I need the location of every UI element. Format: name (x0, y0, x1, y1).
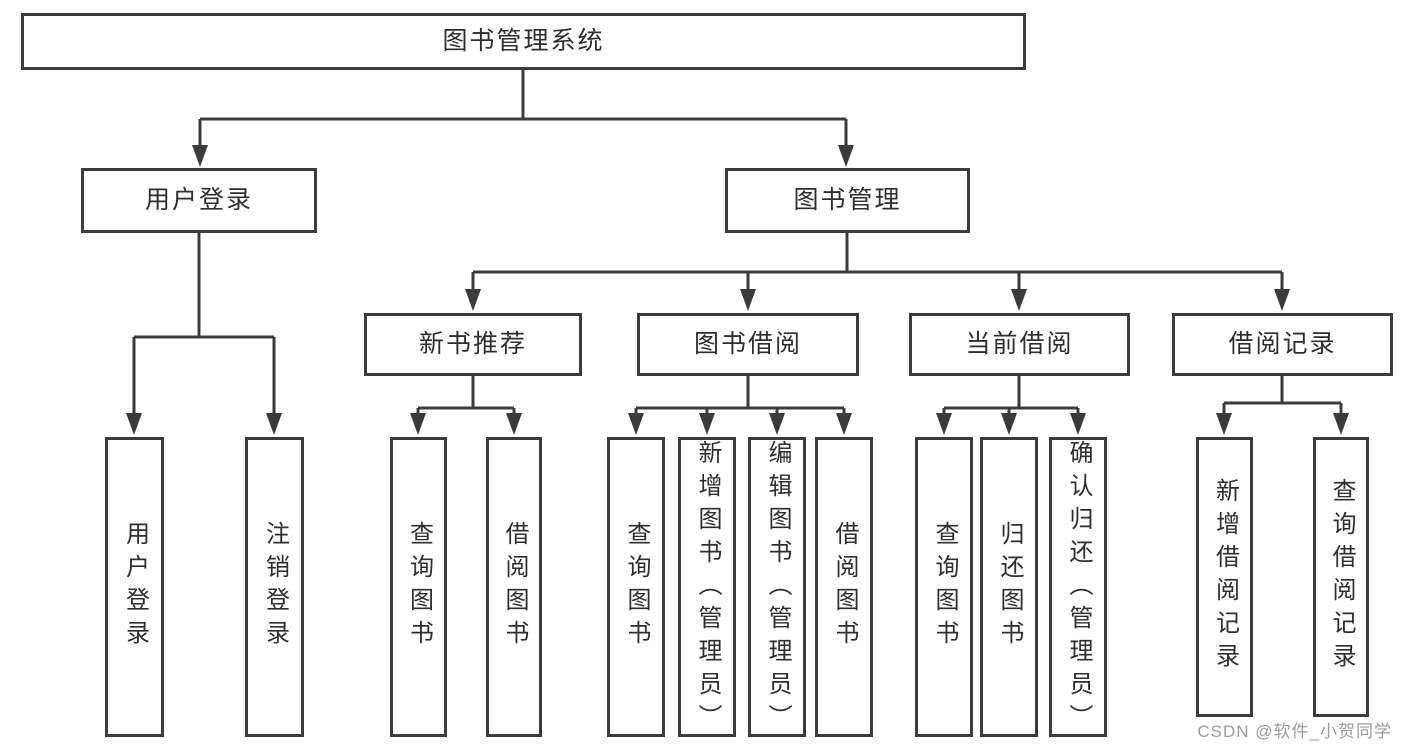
leaf-records-query-record-label: 查询借阅记录 (1328, 478, 1355, 676)
node-borrow-records: 借阅记录 (1172, 313, 1393, 376)
node-new-book-rec: 新书推荐 (364, 313, 582, 376)
arrow-icon (836, 413, 852, 435)
arrow-icon (192, 145, 208, 167)
leaf-current-return-books: 归还图书 (980, 437, 1038, 737)
node-current-borrow-label: 当前借阅 (965, 330, 1074, 358)
leaf-newrec-borrow-books: 借阅图书 (486, 437, 542, 737)
connector-current-borrow (942, 376, 1080, 414)
node-borrow-records-label: 借阅记录 (1228, 330, 1337, 358)
leaf-borrow-add-books-admin-label: 新增图书（管理员） (694, 440, 721, 737)
arrow-icon (740, 289, 756, 311)
arrow-icon (1011, 289, 1027, 311)
connector-borrow-records (1222, 376, 1343, 414)
leaf-current-return-books-label: 归还图书 (996, 521, 1023, 653)
leaf-borrow-add-books-admin: 新增图书（管理员） (678, 437, 736, 737)
arrow-icon (506, 413, 522, 435)
node-book-borrow: 图书借阅 (637, 313, 859, 376)
node-book-mgmt-label: 图书管理 (793, 186, 902, 214)
connector-book-borrow (634, 376, 846, 414)
csdn-watermark: CSDN @软件_小贺同学 (1197, 722, 1392, 741)
leaf-borrow-query-books: 查询图书 (607, 437, 665, 737)
leaf-records-add-record-label: 新增借阅记录 (1211, 478, 1239, 676)
arrow-icon (1333, 413, 1349, 435)
arrow-icon (769, 413, 785, 435)
connector-book-mgmt (471, 233, 1284, 290)
node-book-mgmt: 图书管理 (725, 168, 970, 233)
arrow-icon (1274, 289, 1290, 311)
leaf-newrec-query-books: 查询图书 (390, 437, 447, 737)
arrow-icon (126, 413, 142, 435)
arrow-icon (410, 413, 426, 435)
connector-user-login (132, 233, 276, 414)
leaf-current-query-books-label: 查询图书 (931, 521, 958, 653)
node-new-book-rec-label: 新书推荐 (418, 330, 527, 358)
connector-new-book-rec (416, 376, 516, 414)
arrow-icon (465, 289, 481, 311)
leaf-user-login: 用户登录 (105, 437, 164, 737)
arrow-icon (1216, 413, 1232, 435)
leaf-current-query-books: 查询图书 (915, 437, 973, 737)
arrow-icon (628, 413, 644, 435)
arrow-icon (936, 413, 952, 435)
leaf-logout-label: 注销登录 (261, 521, 289, 653)
node-book-borrow-label: 图书借阅 (693, 330, 802, 358)
leaf-borrow-borrow-books: 借阅图书 (815, 437, 873, 737)
arrow-icon (838, 145, 854, 167)
leaf-borrow-edit-books-admin: 编辑图书（管理员） (748, 437, 806, 737)
leaf-current-confirm-return-admin: 确认归还（管理员） (1049, 437, 1107, 737)
connector-root (198, 70, 848, 146)
node-root: 图书管理系统 (21, 13, 1026, 70)
node-current-borrow: 当前借阅 (909, 313, 1130, 376)
arrow-icon (1070, 413, 1086, 435)
node-root-label: 图书管理系统 (442, 27, 605, 55)
arrow-icon (1001, 413, 1017, 435)
leaf-logout: 注销登录 (245, 437, 304, 737)
node-user-login-label: 用户登录 (144, 186, 253, 214)
leaf-current-confirm-return-admin-label: 确认归还（管理员） (1065, 440, 1092, 737)
leaf-newrec-borrow-books-label: 借阅图书 (501, 521, 528, 653)
leaf-borrow-borrow-books-label: 借阅图书 (831, 521, 858, 653)
arrow-icon (699, 413, 715, 435)
leaf-borrow-edit-books-admin-label: 编辑图书（管理员） (764, 440, 791, 737)
leaf-records-query-record: 查询借阅记录 (1313, 437, 1369, 717)
leaf-user-login-label: 用户登录 (121, 521, 149, 653)
leaf-records-add-record: 新增借阅记录 (1196, 437, 1253, 717)
node-user-login: 用户登录 (81, 168, 317, 233)
arrowheads (126, 145, 1349, 435)
leaf-newrec-query-books-label: 查询图书 (405, 521, 433, 653)
leaf-borrow-query-books-label: 查询图书 (623, 521, 650, 653)
arrow-icon (266, 413, 282, 435)
